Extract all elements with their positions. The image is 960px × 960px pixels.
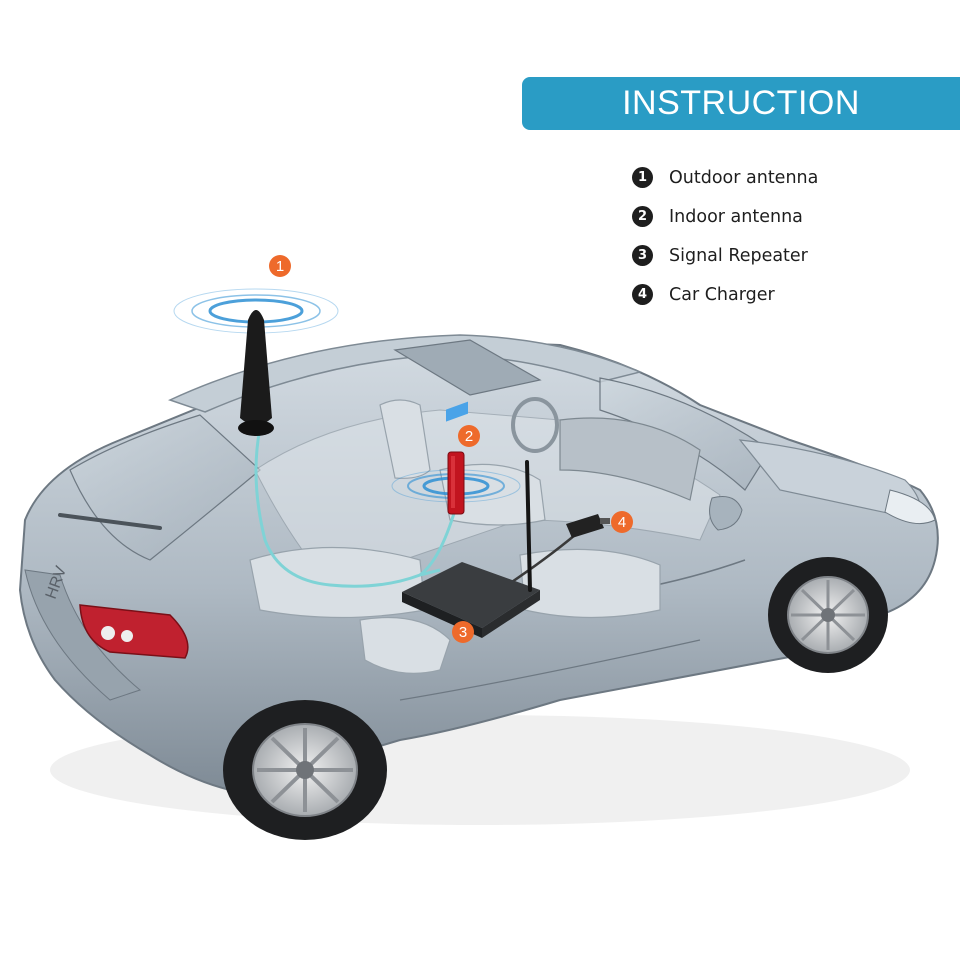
legend-number-2: 2 <box>632 206 653 227</box>
dashboard <box>511 397 701 501</box>
marker-1: 1 <box>269 255 291 277</box>
instruction-banner: INSTRUCTION <box>522 77 960 130</box>
banner-title: INSTRUCTION <box>622 84 860 122</box>
car-body <box>18 334 939 792</box>
legend-item-indoor-antenna: 2 Indoor antenna <box>632 197 818 236</box>
headlight <box>884 489 936 525</box>
legend-number-1: 1 <box>632 167 653 188</box>
legend-label: Indoor antenna <box>669 206 803 227</box>
indoor-antenna <box>447 451 465 515</box>
front-wheel <box>768 557 888 673</box>
legend-label: Signal Repeater <box>669 245 808 266</box>
antenna-cables <box>254 427 457 588</box>
legend-number-3: 3 <box>632 245 653 266</box>
tail-light <box>79 604 189 659</box>
outdoor-antenna <box>238 310 274 436</box>
legend-number-4: 4 <box>632 284 653 305</box>
svg-text:1: 1 <box>276 258 284 275</box>
legend-label: Car Charger <box>669 284 775 305</box>
rear-wheel <box>223 700 387 840</box>
steering-wheel <box>511 397 559 453</box>
side-mirror <box>709 496 743 531</box>
legend-label: Outdoor antenna <box>669 167 819 188</box>
legend-item-signal-repeater: 3 Signal Repeater <box>632 236 818 275</box>
marker-4: 4 <box>611 511 633 533</box>
svg-text:3: 3 <box>459 624 467 641</box>
svg-text:2: 2 <box>465 428 473 445</box>
legend-item-outdoor-antenna: 1 Outdoor antenna <box>632 158 818 197</box>
car-charger <box>566 514 610 538</box>
marker-3: 3 <box>452 621 474 643</box>
legend-item-car-charger: 4 Car Charger <box>632 275 818 314</box>
marker-2: 2 <box>458 425 480 447</box>
svg-text:4: 4 <box>618 514 626 531</box>
car-seats <box>249 399 661 674</box>
legend-list: 1 Outdoor antenna 2 Indoor antenna 3 Sig… <box>632 158 818 314</box>
